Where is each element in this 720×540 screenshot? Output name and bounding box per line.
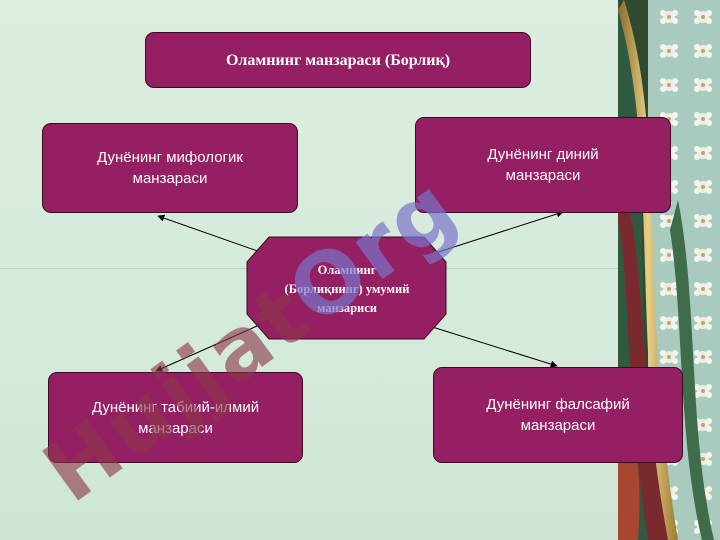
diagram-title-text: Оламнинг манзараси (Борлиқ) xyxy=(225,51,451,69)
node-philosophical-line1: Дунёнинг фалсафий xyxy=(486,396,630,413)
node-religious-text: Дунёнинг диний манзараси xyxy=(487,144,598,186)
center-node-line3: манзариси xyxy=(316,300,378,315)
node-philosophical-text: Дунёнинг фалсафий манзараси xyxy=(486,394,630,436)
node-philosophical-line2: манзараси xyxy=(520,417,596,434)
node-mythological-line2: манзараси xyxy=(132,170,208,187)
diagram-title: Оламнинг манзараси (Борлиқ) xyxy=(145,32,531,88)
node-religious: Дунёнинг диний манзараси xyxy=(415,117,671,213)
center-node-line2: (Борлиқнинг) умумий xyxy=(284,281,410,296)
node-religious-line1: Дунёнинг диний xyxy=(487,146,599,163)
node-mythological-text: Дунёнинг мифологик манзараси xyxy=(97,147,243,189)
node-mythological-line1: Дунёнинг мифологик xyxy=(97,149,243,166)
node-natural-scientific: Дунёнинг табиий-илмий манзараси xyxy=(48,372,303,463)
node-religious-line2: манзараси xyxy=(505,167,581,184)
center-node-text: Оламнинг (Борлиқнинг) умумий манзариси xyxy=(262,250,432,328)
node-natural-scientific-line1: Дунёнинг табиий-илмий xyxy=(91,398,260,416)
node-mythological: Дунёнинг мифологик манзараси xyxy=(42,123,298,213)
node-natural-scientific-line2: манзараси xyxy=(138,419,213,437)
node-philosophical: Дунёнинг фалсафий манзараси xyxy=(433,367,683,463)
node-natural-scientific-text: Дунёнинг табиий-илмий манзараси xyxy=(92,397,259,439)
center-node-line1: Оламнинг xyxy=(317,262,377,277)
